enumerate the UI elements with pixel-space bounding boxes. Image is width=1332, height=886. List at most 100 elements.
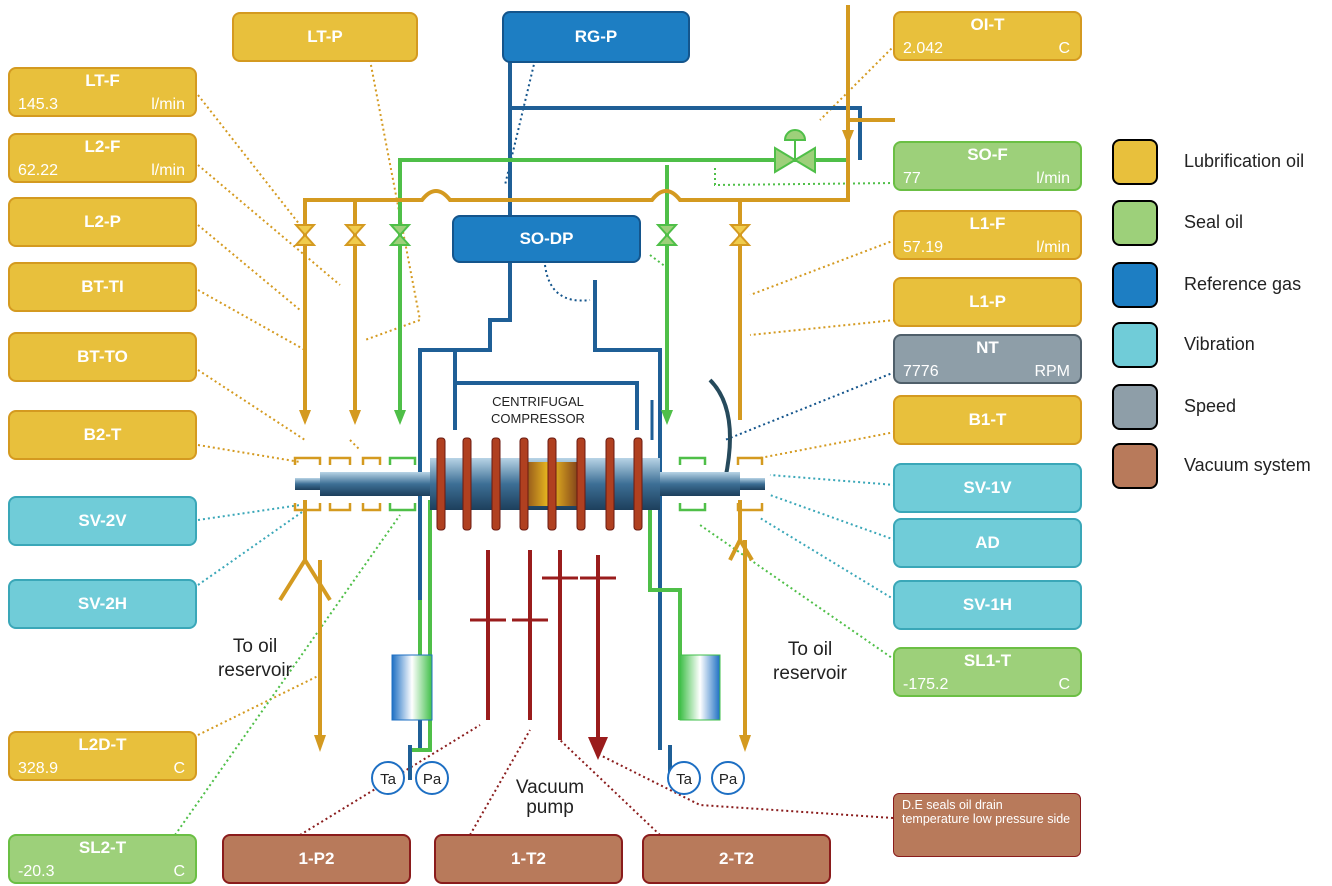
tag-name: SO-F [967,145,1008,164]
tag-unit: l/min [1036,170,1070,187]
impeller-disc [462,437,472,531]
tag-sv-2v[interactable]: SV-2V [8,496,197,546]
filter-right [679,654,721,721]
tag-unit: l/min [151,96,185,113]
tag-name: LT-F [85,71,120,90]
tag-oi-t[interactable]: OI-T 2.042 C [893,11,1082,61]
legend-label: Speed [1184,396,1237,416]
vacuum-lines [486,550,600,740]
tag-value: 2.042 [903,40,944,57]
impeller-disc [576,437,586,531]
speed-probe [708,378,732,481]
vacuum-valve-marks [470,576,616,622]
tag-name: B1-T [968,410,1007,429]
tag-unit: C [173,760,185,777]
tag-name: BT-TI [81,277,124,296]
tag-name: SO-DP [519,229,574,248]
tag-b1-t[interactable]: B1-T [893,395,1082,445]
legend-label: Reference gas [1184,274,1302,294]
ta-label-left: Ta [380,771,397,788]
tag-l2d-t[interactable]: L2D-T 328.9 C [8,731,197,781]
impeller-disc [605,437,615,531]
tag-name: SV-2V [78,511,127,530]
tag-unit: C [1058,40,1070,57]
tag-name: L1-F [969,214,1006,233]
tag-l2-p[interactable]: L2-P [8,197,197,247]
legend-swatch-lube [1112,139,1158,185]
tag-name: L1-P [969,292,1006,311]
tag-name: SV-2H [77,594,128,613]
impeller-disc [436,437,446,531]
impeller-disc [633,437,643,531]
tag-name: 2-T2 [719,849,754,868]
tag-l1-f[interactable]: L1-F 57.19 l/min [893,210,1082,260]
tag-nt[interactable]: NT 7776 RPM [893,334,1082,384]
legend-label: Lubrification oil [1184,151,1305,171]
legend-item-vac: Vacuum system [1112,443,1327,489]
tag-sv-2h[interactable]: SV-2H [8,579,197,629]
compressor-label-1: CENTRIFUGAL [492,394,584,409]
tag-name: BT-TO [77,347,128,366]
tag-unit: RPM [1034,363,1070,380]
tag-name: 1-P2 [298,849,335,868]
tag-unit: C [173,863,185,880]
legend-swatch-vib [1112,322,1158,368]
tag-b2-t[interactable]: B2-T [8,410,197,460]
legend-label: Seal oil [1184,212,1244,232]
tag-name: SV-1H [962,595,1013,614]
tag-1-t2[interactable]: 1-T2 [434,834,623,884]
reservoir-label-left: To oil reservoir [218,636,292,681]
tag-value: -20.3 [18,863,55,880]
valves [293,129,816,246]
tag-value: 7776 [903,363,939,380]
legend-label: Vibration [1184,334,1255,354]
tag-bt-ti[interactable]: BT-TI [8,262,197,312]
tag-name: OI-T [970,15,1005,34]
tag-name: B2-T [83,425,122,444]
bearings [293,456,764,512]
ta-label-right: Ta [676,771,693,788]
compressor-shaft [295,458,765,510]
vacuum-arrow [588,737,608,760]
tag-ad[interactable]: AD [893,518,1082,568]
tag-l1-p[interactable]: L1-P [893,277,1082,327]
tag-sl1-t[interactable]: SL1-T -175.2 C [893,647,1082,697]
tag-unit: l/min [1036,239,1070,256]
tag-value: 328.9 [18,760,59,777]
tag-rg-p[interactable]: RG-P [502,11,690,63]
pa-label-left: Pa [423,771,442,788]
tag-name: L2D-T [78,735,127,754]
legend-item-speed: Speed [1112,384,1327,430]
legend-swatch-ref [1112,262,1158,308]
tag-so-dp[interactable]: SO-DP [452,215,641,263]
tag-so-f[interactable]: SO-F 77 l/min [893,141,1082,191]
tag-unit: C [1058,676,1070,693]
legend-label: Vacuum system [1184,455,1311,475]
tag-sl2-t[interactable]: SL2-T -20.3 C [8,834,197,884]
tag-lt-f[interactable]: LT-F 145.3 l/min [8,67,197,117]
lube-arrow-1 [299,410,311,425]
pa-label-right: Pa [719,771,738,788]
tag-value: -175.2 [903,676,949,693]
tag-l2-f[interactable]: L2-F 62.22 l/min [8,133,197,183]
tag-name: NT [976,338,999,357]
vacuum-pump-label: Vacuum pump [515,777,585,818]
drain-arrow-left [314,735,326,752]
tag-value: 145.3 [18,96,59,113]
tag-sv-1h[interactable]: SV-1H [893,580,1082,630]
impeller-disc [547,437,557,531]
tag-2-t2[interactable]: 2-T2 [642,834,831,884]
tag-lt-p[interactable]: LT-P [232,12,418,62]
tag-1-p2[interactable]: 1-P2 [222,834,411,884]
drain-note-text: D.E seals oil drain temperature low pres… [902,798,1071,826]
impellers [436,437,643,531]
impeller-disc [491,437,501,531]
tag-bt-to[interactable]: BT-TO [8,332,197,382]
tag-name: SL1-T [963,651,1012,670]
tag-sv-1v[interactable]: SV-1V [893,463,1082,513]
tag-name: RG-P [574,27,618,46]
drain-note[interactable]: D.E seals oil drain temperature low pres… [893,793,1081,857]
tag-unit: l/min [151,162,185,179]
lube-inlet-arrow [842,130,854,145]
